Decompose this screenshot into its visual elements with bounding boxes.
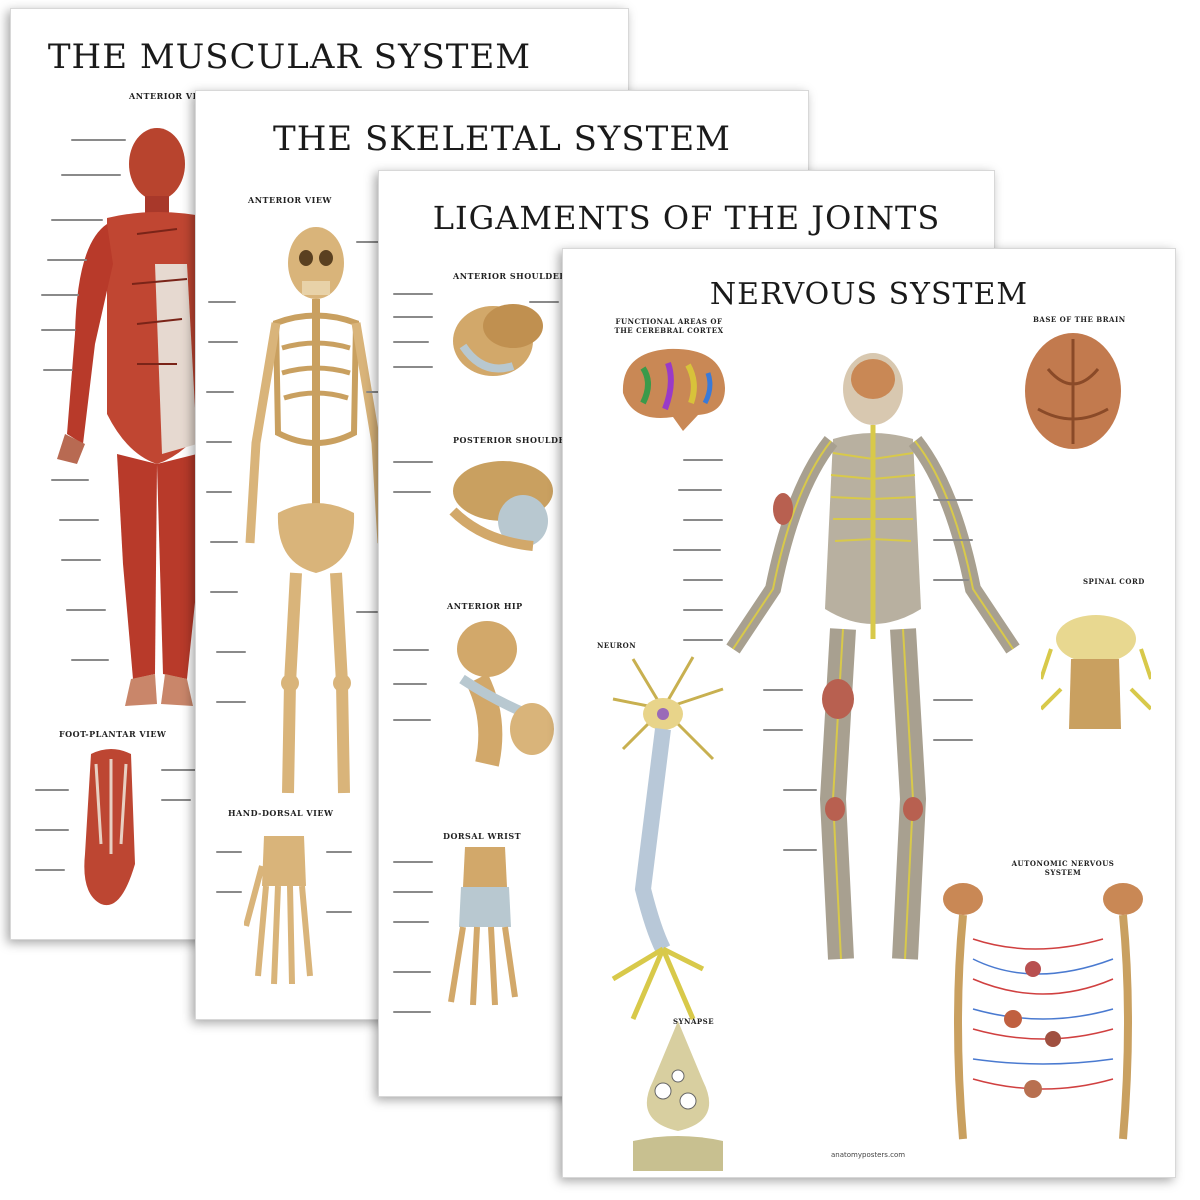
hand-illustration — [244, 836, 313, 985]
spinal-cord-illustration — [1041, 615, 1151, 729]
posterior-shoulder-illustration — [449, 461, 553, 551]
poster-credit: anatomyposters.com — [831, 1151, 906, 1159]
autonomic-label: AUTONOMIC NERVOUS SYSTEM — [1011, 859, 1115, 877]
anterior-hip-label: ANTERIOR HIP — [447, 601, 523, 611]
foot-view-label: FOOT-PLANTAR VIEW — [59, 729, 167, 739]
skeleton-illustration — [245, 227, 387, 794]
dorsal-wrist-illustration — [448, 847, 518, 1006]
synapse-illustration — [633, 1021, 723, 1171]
nervous-system-poster: NERVOUS SYSTEM FUNCTIONAL AREAS OF THE C… — [562, 248, 1176, 1178]
anterior-shoulder-label: ANTERIOR SHOULDER — [453, 271, 567, 281]
poster-title: THE SKELETAL SYSTEM — [273, 119, 731, 159]
poster-title: THE MUSCULAR SYSTEM — [47, 37, 532, 77]
neuron-label: NEURON — [597, 641, 637, 650]
neuron-illustration — [611, 656, 724, 1020]
foot-illustration — [84, 749, 135, 906]
anterior-view-label: ANTERIOR VIEW — [248, 195, 332, 205]
anterior-hip-illustration — [457, 621, 554, 767]
posterior-shoulder-label: POSTERIOR SHOULDER — [453, 435, 573, 445]
synapse-label: SYNAPSE — [673, 1017, 715, 1026]
brain-base-label: BASE OF THE BRAIN — [1033, 315, 1126, 324]
cortex-label: FUNCTIONAL AREAS OF THE CEREBRAL CORTEX — [614, 317, 724, 335]
muscle-figure-illustration — [57, 128, 215, 706]
nervous-figure-illustration — [726, 353, 1020, 960]
anterior-shoulder-illustration — [453, 304, 543, 376]
spinal-cord-label: SPINAL CORD — [1083, 577, 1145, 586]
hand-view-label: HAND-DORSAL VIEW — [228, 808, 334, 818]
dorsal-wrist-label: DORSAL WRIST — [443, 831, 522, 841]
poster-title: NERVOUS SYSTEM — [709, 277, 1029, 312]
anterior-view-label: ANTERIOR VIE — [129, 91, 204, 101]
cortex-brain-illustration — [622, 348, 725, 431]
brain-base-illustration — [1025, 333, 1121, 449]
poster-title: LIGAMENTS OF THE JOINTS — [432, 199, 941, 237]
autonomic-illustration — [943, 883, 1143, 1140]
